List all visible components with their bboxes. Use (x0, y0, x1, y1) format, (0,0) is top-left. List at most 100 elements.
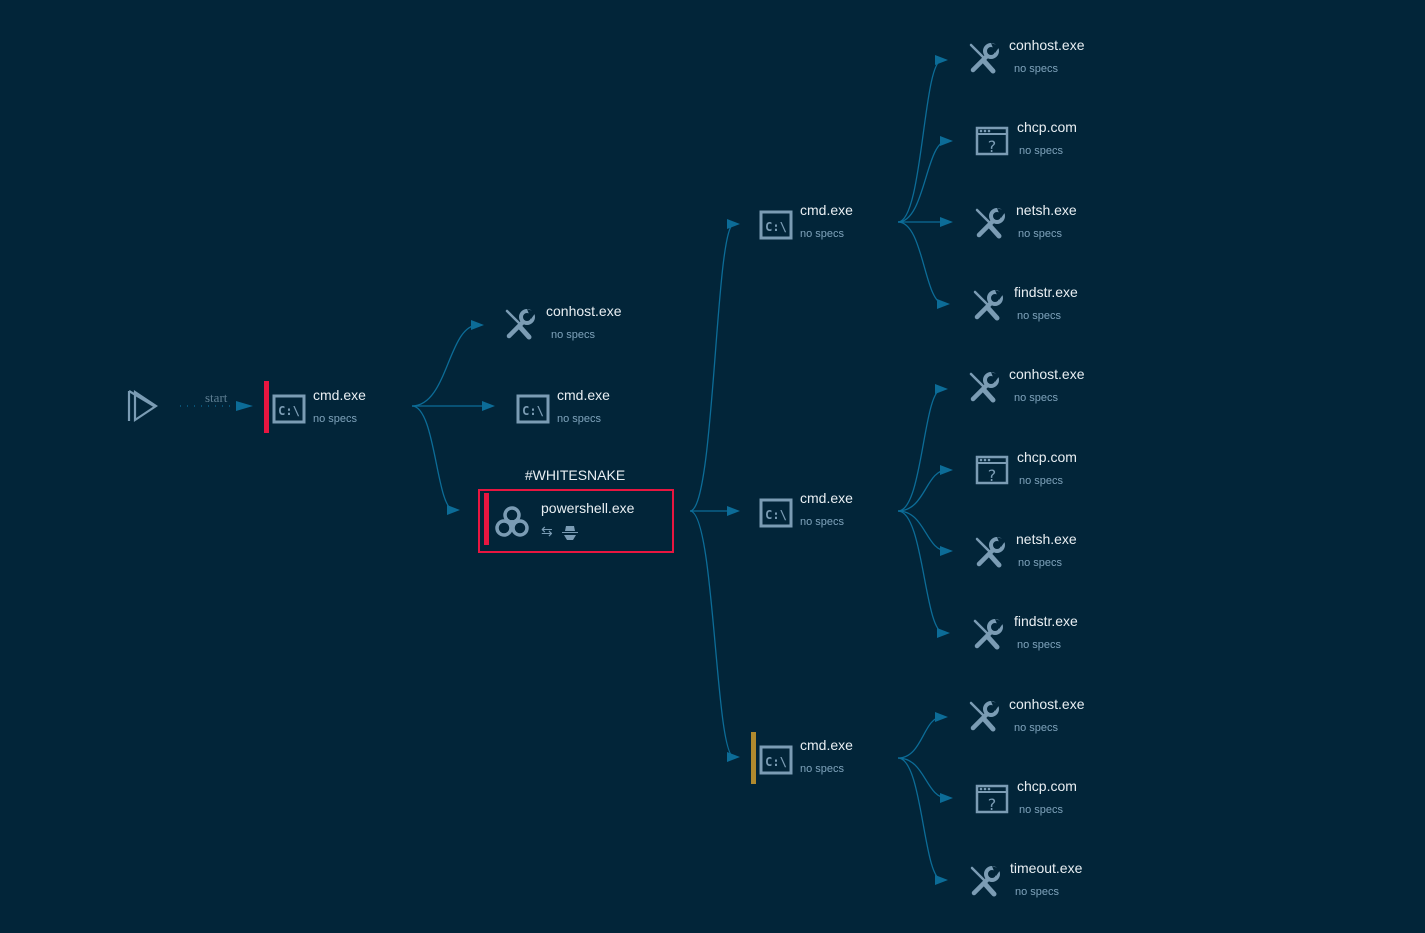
unknown-window-icon: ? (975, 125, 1009, 159)
arrowhead (935, 55, 948, 65)
process-name: cmd.exe (800, 202, 853, 218)
process-specs: no specs (1015, 886, 1060, 898)
process-name: chcp.com (1017, 119, 1077, 135)
process-name: timeout.exe (1010, 860, 1083, 876)
warning-marker (751, 732, 756, 784)
process-specs: no specs (313, 413, 358, 425)
spy-icon (562, 526, 578, 540)
process-name: chcp.com (1017, 449, 1077, 465)
process-specs: no specs (1019, 475, 1064, 487)
tools-icon (503, 307, 537, 341)
process-specs: no specs (1017, 639, 1062, 651)
tree-edge (897, 388, 943, 512)
network-arrows-icon: ⇆ (541, 523, 553, 539)
tree-edge (411, 324, 479, 407)
process-specs: no specs (1019, 804, 1064, 816)
arrowhead (727, 506, 740, 516)
unknown-window-icon: ? (975, 454, 1009, 488)
arrowhead (236, 401, 253, 411)
tree-edge (689, 223, 735, 512)
arrowhead (937, 299, 950, 309)
arrowhead (935, 384, 948, 394)
cmd-icon: C:\ (272, 392, 306, 426)
tools-icon (973, 206, 1007, 240)
arrowhead (940, 546, 953, 556)
arrowhead (940, 136, 953, 146)
arrowhead (447, 505, 460, 515)
tools-icon (973, 535, 1007, 569)
tree-edge (897, 716, 943, 759)
start-edge-label: start (205, 390, 228, 405)
svg-text:?: ? (988, 466, 997, 485)
process-name: conhost.exe (1009, 37, 1085, 53)
tree-edge (689, 510, 735, 758)
svg-text:?: ? (988, 137, 997, 156)
arrowhead (471, 320, 484, 330)
process-name: findstr.exe (1014, 284, 1078, 300)
start-node[interactable] (126, 388, 160, 429)
tree-edge (897, 510, 948, 552)
svg-text:C:\: C:\ (765, 220, 787, 234)
arrowhead (937, 628, 950, 638)
arrowhead (940, 217, 953, 227)
cmd-icon: C:\ (516, 392, 550, 426)
tools-icon (967, 41, 1001, 75)
svg-text:C:\: C:\ (765, 508, 787, 522)
process-specs: no specs (800, 228, 845, 240)
svg-text:?: ? (988, 795, 997, 814)
tree-edge (897, 140, 948, 223)
process-name: findstr.exe (1014, 613, 1078, 629)
process-specs: no specs (1018, 557, 1063, 569)
process-specs: no specs (1014, 63, 1059, 75)
process-specs: no specs (1014, 392, 1059, 404)
alert-marker (264, 381, 269, 433)
tree-edge (897, 59, 943, 223)
tree-edge (897, 510, 945, 634)
arrowhead (727, 219, 740, 229)
cmd-icon: C:\ (759, 743, 793, 777)
process-name: conhost.exe (1009, 696, 1085, 712)
process-specs: no specs (1017, 310, 1062, 322)
process-name: cmd.exe (557, 387, 610, 403)
process-name: netsh.exe (1016, 531, 1077, 547)
arrowhead (482, 401, 495, 411)
tree-edge (897, 757, 943, 881)
alert-marker (484, 493, 489, 545)
process-specs: no specs (800, 516, 845, 528)
tools-icon (967, 699, 1001, 733)
arrowhead (940, 465, 953, 475)
process-specs: no specs (551, 329, 596, 341)
svg-text:C:\: C:\ (278, 404, 300, 418)
tools-icon (967, 370, 1001, 404)
play-icon (127, 389, 158, 423)
highlight-frame (478, 489, 674, 553)
cmd-icon: C:\ (759, 496, 793, 530)
tree-edge (897, 757, 948, 799)
tools-icon (968, 864, 1002, 898)
process-name: cmd.exe (800, 737, 853, 753)
process-specs: no specs (1014, 722, 1059, 734)
tree-edge (411, 405, 455, 511)
process-name: cmd.exe (313, 387, 366, 403)
unknown-window-icon: ? (975, 783, 1009, 817)
tree-edge (897, 469, 948, 512)
svg-text:C:\: C:\ (522, 404, 544, 418)
process-name: chcp.com (1017, 778, 1077, 794)
tools-icon (971, 288, 1005, 322)
process-name: netsh.exe (1016, 202, 1077, 218)
process-name: conhost.exe (546, 303, 622, 319)
process-specs: no specs (1019, 145, 1064, 157)
arrowhead (935, 875, 948, 885)
tools-icon (971, 617, 1005, 651)
arrowhead (940, 793, 953, 803)
arrowhead (935, 712, 948, 722)
arrowhead (727, 752, 740, 762)
process-specs: no specs (1018, 228, 1063, 240)
svg-text:C:\: C:\ (765, 755, 787, 769)
cmd-icon: C:\ (759, 208, 793, 242)
biohazard-icon (494, 504, 529, 538)
process-name: powershell.exe (541, 500, 635, 516)
process-specs: no specs (557, 413, 602, 425)
node-tag: #WHITESNAKE (524, 467, 626, 483)
